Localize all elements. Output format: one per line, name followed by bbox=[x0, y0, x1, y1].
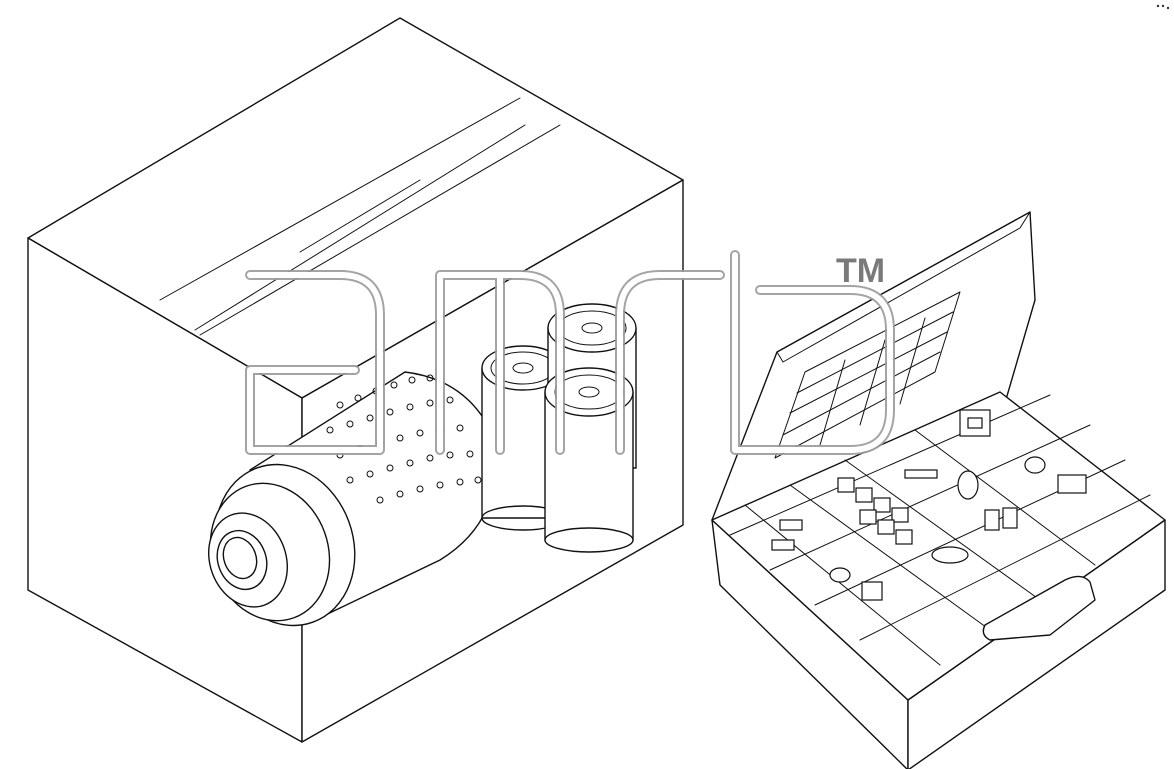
parts-case bbox=[711, 211, 1166, 769]
corner-mark-icon bbox=[1156, 4, 1170, 10]
small-parts bbox=[771, 409, 1087, 601]
watermark-logo: TM bbox=[245, 250, 895, 455]
trademark-symbol: TM bbox=[836, 252, 885, 290]
lid-label-grid bbox=[774, 291, 961, 459]
case-handle bbox=[982, 575, 1096, 641]
